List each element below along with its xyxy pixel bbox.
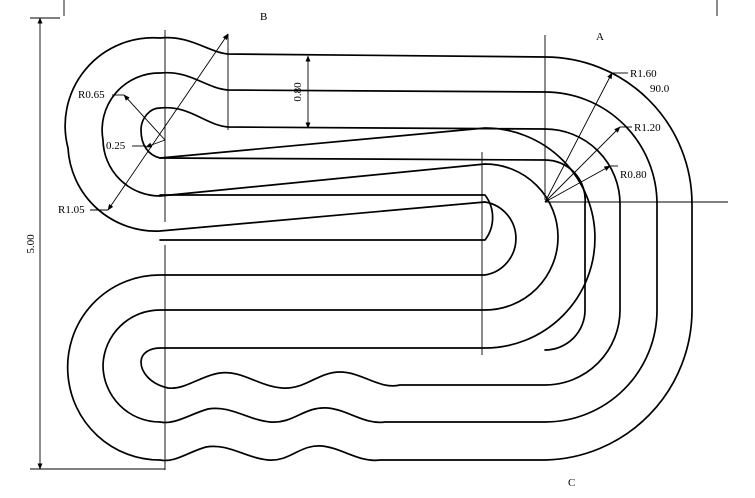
- dim-r120-line: [544, 126, 621, 203]
- dim-r080-line: [544, 165, 611, 203]
- point-label-c: C: [568, 477, 575, 489]
- dim-r080-label: R0.80: [620, 169, 647, 181]
- channel-boundary-3: [140, 106, 621, 389]
- dim-r120-label: R1.20: [634, 122, 661, 134]
- dim-angle-label: 90.0: [650, 83, 670, 95]
- dim-r065-label: R0.65: [78, 89, 105, 101]
- dim-025-label: 0.25: [106, 140, 126, 152]
- point-label-b: B: [260, 11, 267, 23]
- channel-boundary-4: [159, 157, 587, 351]
- dim-spacing-label: 0.80: [292, 82, 304, 102]
- point-label-a: A: [596, 31, 604, 43]
- channel-boundary-1: [64, 36, 693, 462]
- dim-025-line: [145, 139, 166, 148]
- dim-height-label: 5.00: [25, 234, 37, 254]
- channel-boundary-5: [159, 194, 494, 241]
- dim-r160-line: [544, 72, 613, 203]
- dim-r105-label: R1.05: [58, 204, 85, 216]
- dim-r105-line: [107, 33, 229, 211]
- channel-boundary-2: [101, 71, 658, 424]
- dim-r160-label: R1.60: [630, 68, 657, 80]
- dim-r065-line: [123, 94, 166, 141]
